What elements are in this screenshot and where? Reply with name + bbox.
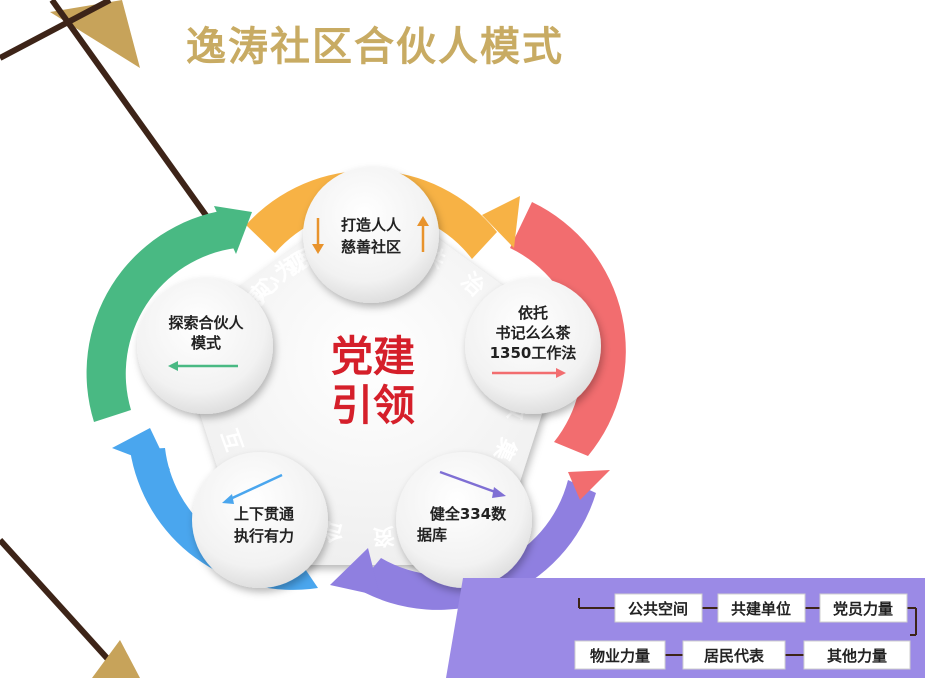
corner-decoration-top-left: [0, 0, 223, 237]
node-circle-bottom-right: [396, 452, 532, 588]
force-box-4: [574, 640, 666, 670]
node-right-line1: 依托: [518, 304, 548, 322]
corner-decoration-bottom-left: [0, 537, 140, 678]
force-party-members: 党员力量: [833, 600, 893, 618]
node-bottom-right-line2: 据库: [417, 526, 447, 544]
diagonal-arrow-icon: [439, 470, 499, 495]
left-arrowhead-icon: [168, 361, 178, 371]
arc-bottom-right: [356, 480, 596, 610]
node-bottom-left-line1: 上下贯通: [234, 505, 294, 523]
diagonal-arrowhead-icon-2: [222, 494, 234, 504]
force-co-units: 共建单位: [731, 600, 791, 618]
node-left-line1: 探索合伙人: [168, 314, 244, 332]
node-top-line2: 慈善社区: [341, 238, 401, 256]
node-bottom-left-line2: 执行有力: [234, 527, 294, 545]
force-box-6: [803, 640, 911, 670]
right-arrowhead-icon: [556, 368, 566, 378]
force-box-3: [819, 593, 908, 623]
force-residents: 居民代表: [704, 647, 765, 665]
page-title: 逸涛社区合伙人模式: [186, 24, 564, 70]
arc-left: [86, 210, 236, 422]
force-others: 其他力量: [827, 647, 887, 665]
node-right-line3: 1350工作法: [490, 344, 577, 362]
center-text-line1: 党建: [331, 332, 415, 381]
force-public-space: 公共空间: [628, 600, 688, 618]
node-left-line2: 模式: [191, 334, 221, 352]
node-circle-top: [303, 167, 439, 303]
force-property: 物业力量: [590, 647, 650, 665]
node-circle-bottom-left: [192, 452, 328, 588]
down-arrowhead-icon: [312, 244, 324, 254]
arc-top: [246, 170, 497, 259]
center-text-line2: 引领: [331, 381, 415, 430]
arc-top-arrowhead: [482, 196, 520, 248]
force-box-5: [682, 640, 786, 670]
node-right-line2: 书记么么茶: [495, 324, 571, 342]
gold-triangle-bottom: [92, 640, 140, 678]
up-arrowhead-icon: [417, 216, 429, 226]
node-bottom-right-line1: 健全334数: [430, 505, 507, 523]
arc-bottom-left-arrowhead: [112, 428, 170, 470]
arc-right-arrowhead: [568, 470, 610, 500]
arc-label-bottom-right-char: 资: [372, 522, 396, 549]
arc-left-arrowhead: [214, 206, 252, 254]
arc-bottom-right-arrowhead: [330, 548, 380, 596]
diagonal-arrowhead-icon: [492, 487, 506, 498]
diagonal-arrow-icon-2: [227, 473, 283, 502]
force-box-2: [717, 593, 806, 623]
node-circle-right: [465, 278, 601, 414]
force-box-1: [614, 593, 703, 623]
node-circle-left: [137, 278, 273, 414]
node-top-line1: 打造人人: [341, 216, 402, 234]
arc-right: [510, 202, 626, 456]
forces-panel: 公共空间 共建单位 党员力量 物业力量 居民代表 其他力量: [446, 578, 925, 678]
